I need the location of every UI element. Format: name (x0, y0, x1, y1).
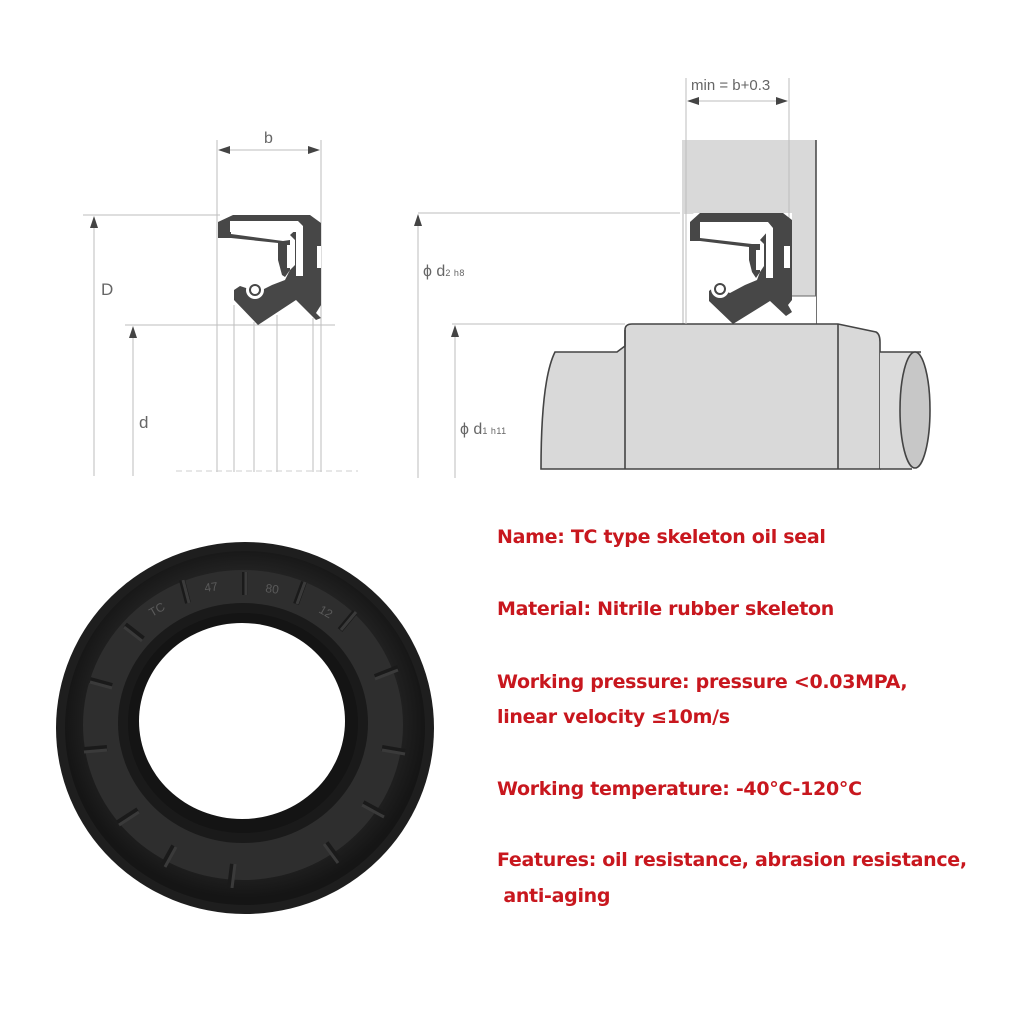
spec-temperature: Working temperature: -40°C-120°C (497, 778, 862, 800)
shaft-diameter-tolerance: 1 h11 (482, 426, 507, 436)
bore-diameter-tolerance: 2 h8 (445, 268, 465, 278)
bore-diameter-symbol: ϕ d (423, 263, 446, 280)
marking-inner: 47 (203, 579, 218, 595)
outer-diameter-label-D: D (101, 280, 114, 299)
spec-material: Material: Nitrile rubber skeleton (497, 598, 834, 620)
inner-diameter-label-d: d (139, 413, 149, 432)
seal-profile-installed (690, 213, 792, 324)
marking-width: 12 (317, 602, 336, 621)
width-label-b: b (264, 130, 273, 147)
spec-features-line1: Features: oil resistance, abrasion resis… (497, 849, 967, 871)
spec-features-line2: anti-aging (497, 885, 611, 907)
housing-width-label: min = b+0.3 (691, 77, 771, 94)
shaft-diameter-label: ϕ d1 h11 (460, 422, 507, 438)
shaft (540, 323, 931, 470)
shaft-diameter-symbol: ϕ d (460, 421, 483, 438)
spec-pressure-line1: Working pressure: pressure <0.03MPA, (497, 671, 908, 693)
marking-outer: 80 (265, 581, 280, 597)
seal-profile-left (218, 215, 321, 325)
spec-pressure-line2: linear velocity ≤10m/s (497, 706, 730, 728)
bore-diameter-label: ϕ d2 h8 (423, 264, 465, 280)
spec-name: Name: TC type skeleton oil seal (497, 526, 826, 548)
